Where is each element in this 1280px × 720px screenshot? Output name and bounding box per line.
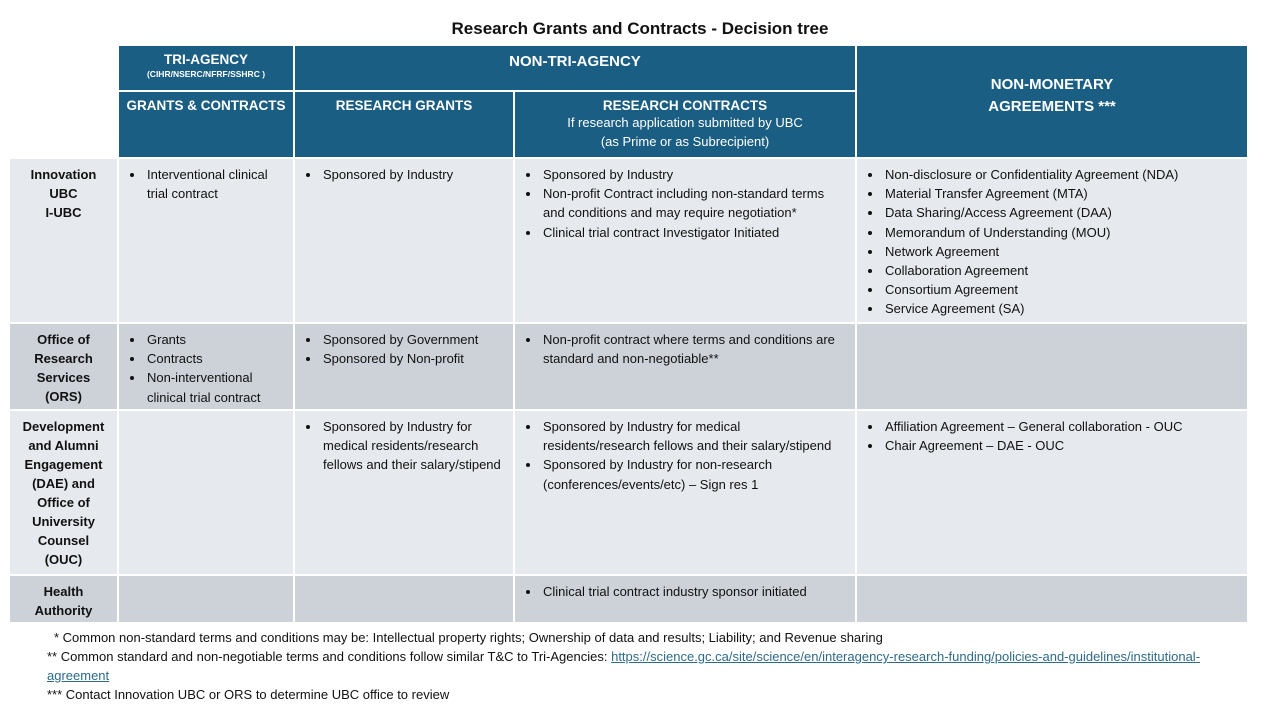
cell-contracts: Sponsored by Industry for medical reside… (515, 411, 855, 574)
list-item: Non-interventional clinical trial contra… (145, 368, 287, 406)
cell-tri: Interventional clinical trial contract (119, 159, 293, 322)
list-item: Non-disclosure or Confidentiality Agreem… (883, 165, 1241, 184)
list-item: Sponsored by Industry for medical reside… (321, 417, 507, 475)
list-item: Affiliation Agreement – General collabor… (883, 417, 1241, 436)
bullet-list: Clinical trial contract industry sponsor… (515, 576, 855, 601)
list-item: Network Agreement (883, 242, 1241, 261)
row-label-line: (OUC) (44, 552, 83, 567)
list-item: Interventional clinical trial contract (145, 165, 287, 203)
row-label-line: (ORS) (45, 389, 82, 404)
header-tri-agency: TRI-AGENCY (CIHR/NSERC/NFRF/SSHRC ) (119, 46, 293, 90)
row-label-line: University (32, 514, 95, 529)
bullet-list: Interventional clinical trial contract (119, 159, 293, 203)
list-item: Sponsored by Industry (321, 165, 507, 184)
list-item: Material Transfer Agreement (MTA) (883, 184, 1241, 203)
row-label-line: Office of (37, 332, 90, 347)
bullet-list: Sponsored by IndustryNon-profit Contract… (515, 159, 855, 242)
cell-contracts: Non-profit contract where terms and cond… (515, 324, 855, 409)
row-label-line: Counsel (37, 533, 90, 548)
cell-contracts: Sponsored by IndustryNon-profit Contract… (515, 159, 855, 322)
list-item: Clinical trial contract Investigator Ini… (541, 223, 849, 242)
bullet-list: Sponsored by Industry for medical reside… (515, 411, 855, 494)
bullet-list: Non-disclosure or Confidentiality Agreem… (857, 159, 1247, 319)
tri-agency-label: TRI-AGENCY (164, 52, 248, 67)
list-item: Collaboration Agreement (883, 261, 1241, 280)
row-label-line: and Alumni (28, 438, 99, 453)
cell-grants: Sponsored by Industry for medical reside… (295, 411, 513, 574)
header-research-contracts: RESEARCH CONTRACTS If research applicati… (515, 92, 855, 157)
non-monetary-line1: NON-MONETARY (990, 76, 1114, 93)
footnote-2-link[interactable]: https://science.gc.ca/site/science/en/in… (47, 649, 1201, 683)
list-item: Clinical trial contract industry sponsor… (541, 582, 849, 601)
cell-grants: Sponsored by Industry (295, 159, 513, 322)
header-non-tri-agency: NON-TRI-AGENCY (295, 46, 855, 90)
cell-grants: Sponsored by GovernmentSponsored by Non-… (295, 324, 513, 409)
footnote-3: *** Contact Innovation UBC or ORS to det… (47, 687, 450, 702)
bullet-list: GrantsContractsNon-interventional clinic… (119, 324, 293, 407)
bullet-list: Sponsored by Industry for medical reside… (295, 411, 513, 475)
footnotes: * Common non-standard terms and conditio… (47, 628, 1247, 704)
list-item: Contracts (145, 349, 287, 368)
row-label-line: Authority (34, 603, 93, 618)
list-item: Grants (145, 330, 287, 349)
row-label-line: Office of (37, 495, 90, 510)
research-contracts-sub2: (as Prime or as Subrecipient) (600, 134, 770, 149)
header-research-grants: RESEARCH GRANTS (295, 92, 513, 157)
row-label-line: Services (36, 370, 91, 385)
bullet-list: Non-profit contract where terms and cond… (515, 324, 855, 368)
row-label-line: Development (22, 419, 105, 434)
list-item: Sponsored by Industry for non-research (… (541, 455, 849, 493)
row-label-line: (DAE) and (32, 476, 95, 491)
research-contracts-label: RESEARCH CONTRACTS (602, 98, 768, 113)
row-label-line: I-UBC (45, 205, 82, 220)
research-contracts-sub1: If research application submitted by UBC (567, 115, 803, 130)
row-label-line: Research (34, 351, 93, 366)
row-label-line: UBC (49, 186, 78, 201)
list-item: Sponsored by Industry for medical reside… (541, 417, 849, 455)
corner-cell (10, 46, 117, 157)
list-item: Service Agreement (SA) (883, 299, 1241, 318)
bullet-list: Affiliation Agreement – General collabor… (857, 411, 1247, 455)
list-item: Chair Agreement – DAE - OUC (883, 436, 1241, 455)
footnote-2: ** Common standard and non-negotiable te… (47, 647, 1247, 685)
bullet-list: Sponsored by Industry (295, 159, 513, 184)
cell-nonmon (857, 324, 1247, 409)
row-label-line: Health (43, 584, 84, 599)
cell-nonmon: Non-disclosure or Confidentiality Agreem… (857, 159, 1247, 322)
cell-tri (119, 411, 293, 574)
list-item: Sponsored by Government (321, 330, 507, 349)
header-grants-contracts: GRANTS & CONTRACTS (119, 92, 293, 157)
header-non-monetary: NON-MONETARY AGREEMENTS *** (857, 46, 1247, 157)
page-title: Research Grants and Contracts - Decision… (451, 19, 829, 38)
footnote-2-text: ** Common standard and non-negotiable te… (47, 649, 612, 664)
row-label-line: Engagement (24, 457, 103, 472)
decision-table: TRI-AGENCY (CIHR/NSERC/NFRF/SSHRC ) NON-… (10, 46, 1247, 622)
bullet-list: Sponsored by GovernmentSponsored by Non-… (295, 324, 513, 368)
cell-tri: GrantsContractsNon-interventional clinic… (119, 324, 293, 409)
non-monetary-line2: AGREEMENTS *** (988, 98, 1116, 115)
list-item: Memorandum of Understanding (MOU) (883, 223, 1241, 242)
list-item: Non-profit Contract including non-standa… (541, 184, 849, 222)
list-item: Data Sharing/Access Agreement (DAA) (883, 203, 1241, 222)
cell-contracts: Clinical trial contract industry sponsor… (515, 576, 855, 622)
list-item: Sponsored by Non-profit (321, 349, 507, 368)
row-label-line: Innovation (30, 167, 97, 182)
footnote-1: * Common non-standard terms and conditio… (54, 630, 883, 645)
cell-grants (295, 576, 513, 622)
list-item: Consortium Agreement (883, 280, 1241, 299)
cell-tri (119, 576, 293, 622)
list-item: Non-profit contract where terms and cond… (541, 330, 849, 368)
list-item: Sponsored by Industry (541, 165, 849, 184)
cell-nonmon: Affiliation Agreement – General collabor… (857, 411, 1247, 574)
cell-nonmon (857, 576, 1247, 622)
tri-agency-sub: (CIHR/NSERC/NFRF/SSHRC ) (146, 69, 266, 79)
